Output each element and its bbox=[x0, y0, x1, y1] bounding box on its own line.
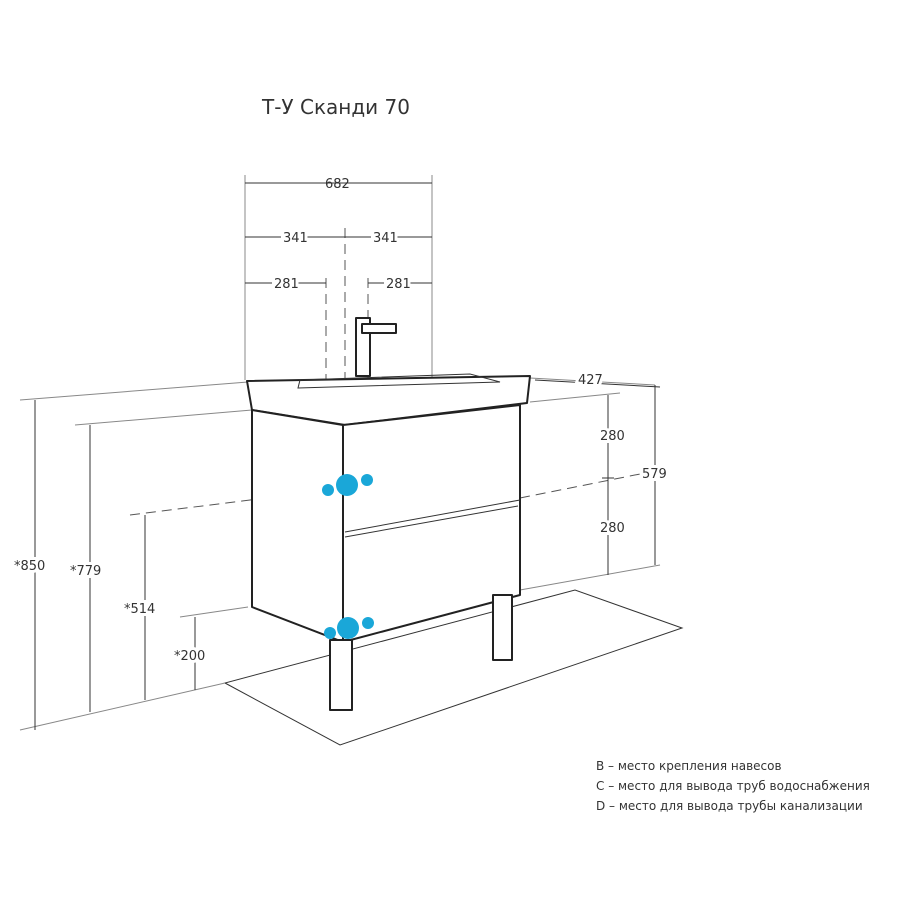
legend-c: C – место для вывода труб водоснабжения bbox=[596, 779, 870, 793]
guide-line bbox=[19, 682, 226, 731]
guide-line bbox=[529, 377, 656, 386]
dim-281-right: 281 bbox=[386, 277, 411, 292]
dim-850: *850 bbox=[14, 559, 45, 574]
dim-281-left: 281 bbox=[274, 277, 299, 292]
guide-line bbox=[519, 564, 661, 591]
dim-280-lower: 280 bbox=[600, 521, 625, 536]
guide-line bbox=[179, 606, 249, 618]
guide-line bbox=[519, 469, 661, 499]
faucet bbox=[355, 317, 397, 377]
floor-outline bbox=[223, 589, 684, 746]
dim-280-upper: 280 bbox=[600, 429, 625, 444]
legend-d: D – место для вывода трубы канализации bbox=[596, 799, 863, 813]
guide-line bbox=[529, 392, 621, 403]
dim-682: 682 bbox=[325, 177, 350, 192]
dim-341-left: 341 bbox=[283, 231, 308, 246]
dim-514: *514 bbox=[124, 602, 155, 617]
connection-markers-lower bbox=[324, 617, 374, 639]
dim-427: 427 bbox=[578, 373, 603, 388]
dim-779: *779 bbox=[70, 564, 101, 579]
legend-b: B – место крепления навесов bbox=[596, 759, 782, 773]
wall-line bbox=[74, 409, 253, 426]
dim-200: *200 bbox=[174, 649, 205, 664]
connection-markers-upper bbox=[322, 474, 373, 496]
legend: B – место крепления навесов C – место дл… bbox=[596, 759, 870, 813]
product-title: Т-У Сканди 70 bbox=[261, 95, 410, 119]
dim-579: 579 bbox=[642, 467, 667, 482]
cabinet bbox=[251, 404, 521, 711]
dim-341-right: 341 bbox=[373, 231, 398, 246]
wall-line bbox=[19, 381, 249, 401]
